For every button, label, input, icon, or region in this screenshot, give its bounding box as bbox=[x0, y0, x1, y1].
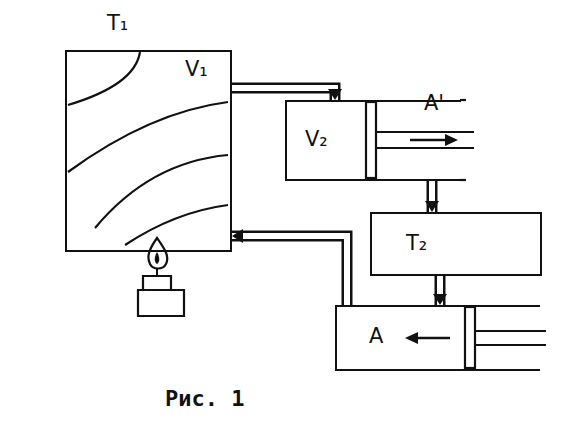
force-arrow bbox=[405, 332, 450, 344]
burner bbox=[138, 238, 184, 316]
node-label: T₂ bbox=[406, 232, 427, 255]
boiler-box: T₁V₁ bbox=[65, 50, 232, 252]
stage-curve bbox=[125, 205, 228, 245]
pipe-connector bbox=[425, 180, 439, 212]
force-arrow bbox=[410, 134, 458, 146]
stage-curve bbox=[95, 155, 228, 228]
node-label: V₂ bbox=[305, 128, 328, 151]
node-label: A bbox=[369, 325, 383, 348]
force-label: A' bbox=[424, 92, 444, 115]
pipe-connector bbox=[433, 275, 447, 305]
node-label: V₁ bbox=[185, 58, 208, 81]
piston bbox=[366, 100, 474, 180]
node-label: T₁ bbox=[107, 12, 128, 35]
stage-curve bbox=[68, 102, 228, 172]
figure-caption: Рис. 1 bbox=[165, 386, 244, 411]
cooler-box: T₂ bbox=[370, 212, 542, 276]
piston bbox=[465, 307, 546, 368]
pipe-connector bbox=[231, 88, 342, 100]
cylinder-box: A bbox=[335, 305, 540, 371]
stage-curve bbox=[68, 52, 140, 105]
pipe-connector bbox=[232, 229, 347, 306]
